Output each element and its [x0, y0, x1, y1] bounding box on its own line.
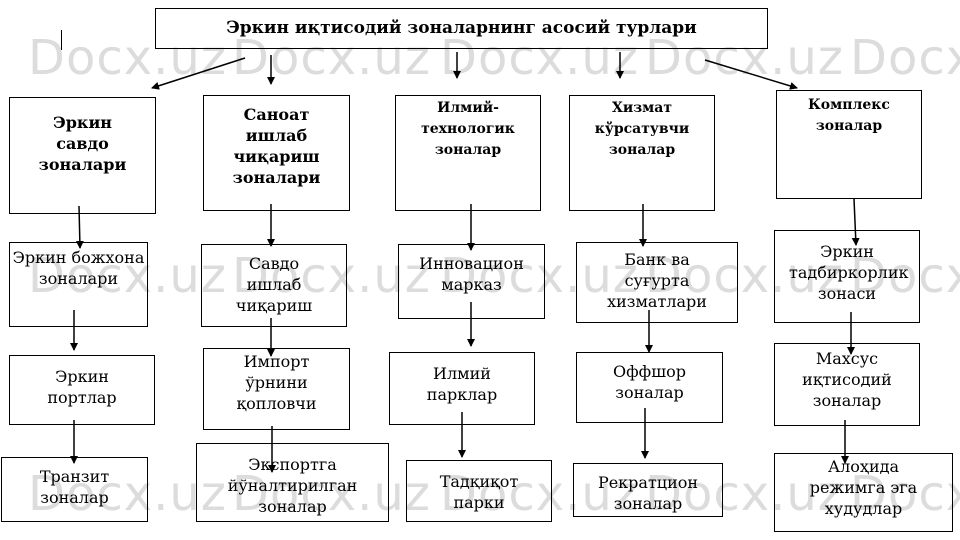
watermark: Docx.uz [28, 466, 227, 522]
watermark: Docx.uz [28, 248, 227, 304]
node-service-zones: Хизмат кўрсатувчи зоналар [569, 95, 715, 211]
watermark: Docx.uz [645, 248, 844, 304]
node-bank-insurance: Банк ва суғурта хизматлари [576, 242, 738, 323]
text-cursor [61, 30, 62, 50]
node-complex-zones: Комплекс зоналар [776, 90, 922, 199]
watermark: Docx.uz [232, 248, 431, 304]
watermark: Docx.uz [645, 466, 844, 522]
watermark: Docx.uz [850, 248, 960, 304]
node-industrial-zones: Саноат ишлаб чиқариш зоналари [203, 95, 350, 211]
watermark: Docx.uz [645, 30, 844, 86]
watermark: Docx.uz [850, 466, 960, 522]
node-offshore-zones: Оффшор зоналар [576, 352, 723, 423]
node-free-trade-zones: Эркин савдо зоналари [9, 97, 156, 214]
watermark: Docx.uz [440, 30, 639, 86]
arrow [75, 205, 84, 249]
arrow [151, 57, 246, 90]
diagram-title: Эркин иқтисодий зоналарнинг асосий турла… [155, 8, 768, 49]
node-recreation-zones: Рекратцион зоналар [573, 463, 723, 517]
watermark: Docx.uz [850, 30, 960, 86]
node-import-substitution: Импорт ўрнини қопловчи [203, 348, 350, 430]
watermark: Docx.uz [440, 248, 639, 304]
node-scitech-zones: Илмий-технологик зоналар [395, 95, 541, 211]
node-free-customs-zones: Эркин божхона зоналари [9, 242, 148, 327]
node-special-economic: Махсус иқтисодий зоналар [774, 343, 920, 426]
arrow [704, 59, 798, 90]
watermark: Docx.uz [440, 466, 639, 522]
arrow [851, 198, 860, 246]
node-special-regime: Алоҳида режимга эга худудлар [774, 453, 953, 532]
node-research-park: Тадқиқот парки [406, 460, 552, 522]
node-free-enterprise: Эркин тадбиркорлик зонаси [774, 230, 920, 323]
watermark: Docx.uz [232, 30, 431, 86]
node-free-ports: Эркин портлар [9, 355, 155, 425]
watermark: Docx.uz [232, 466, 431, 522]
